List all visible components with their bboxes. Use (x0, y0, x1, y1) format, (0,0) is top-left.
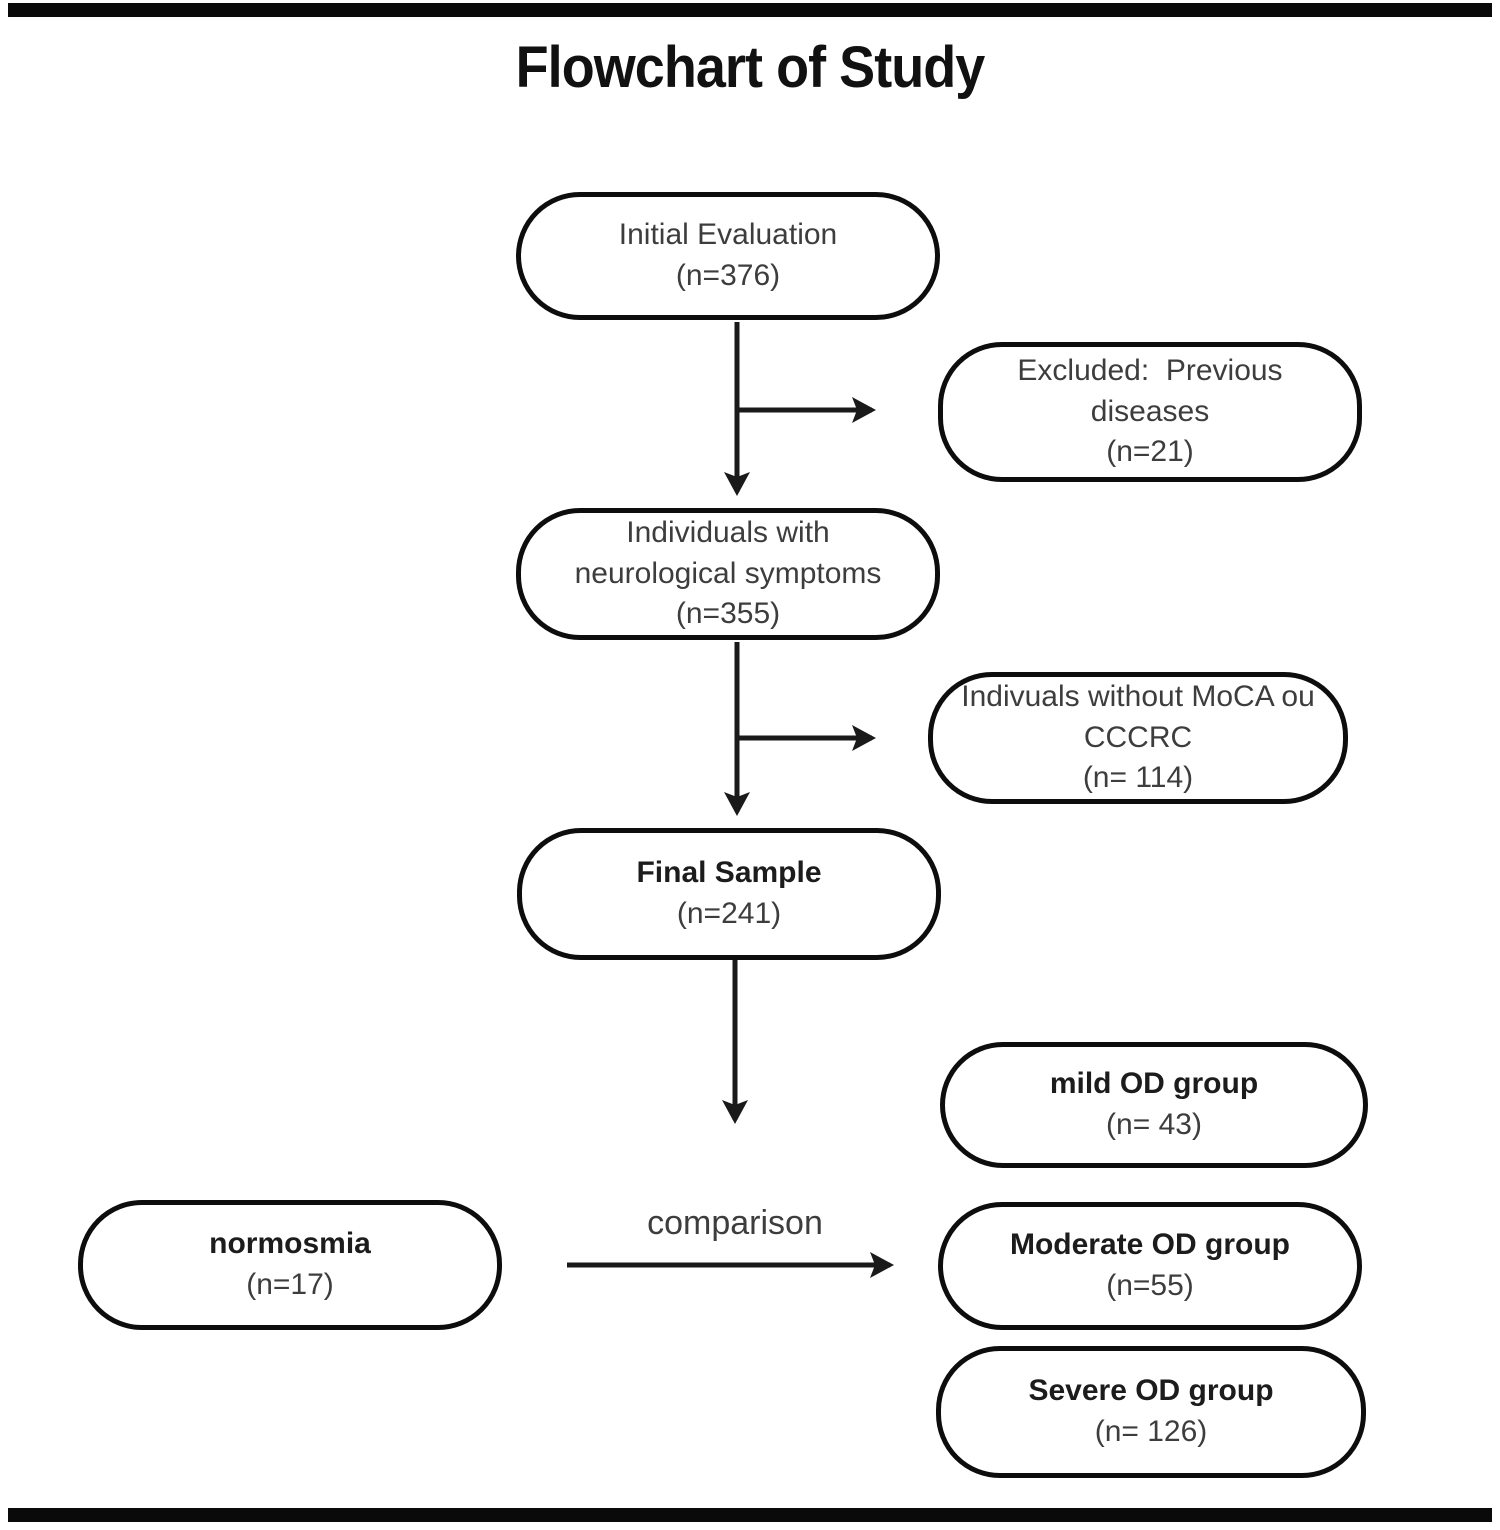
node-neurological-label-2: neurological symptoms (574, 556, 882, 590)
node-severe-od-group: Severe OD group (n= 126) (936, 1346, 1366, 1478)
node-final-sample-label: Final Sample (636, 856, 822, 890)
node-neurological-symptoms: Individuals with neurological symptoms (… (516, 508, 940, 640)
node-initial-evaluation: Initial Evaluation (n=376) (516, 192, 940, 320)
node-without-moca-label-2: CCCRC (1083, 720, 1193, 754)
node-normosmia-count: (n=17) (246, 1268, 334, 1301)
node-severe-od-count: (n= 126) (1094, 1415, 1208, 1448)
node-normosmia: normosmia (n=17) (78, 1200, 502, 1330)
node-final-sample: Final Sample (n=241) (517, 828, 941, 960)
node-without-moca-cccrc: Indivuals without MoCA ou CCCRC (n= 114) (928, 672, 1348, 804)
comparison-label: comparison (647, 1204, 823, 1242)
node-mild-od-label: mild OD group (1049, 1067, 1259, 1101)
node-moderate-od-group: Moderate OD group (n=55) (938, 1202, 1362, 1330)
node-without-moca-label-1: Indivuals without MoCA ou (961, 679, 1315, 713)
figure-title: Flowchart of Study (515, 35, 986, 100)
bottom-border-bar (8, 1508, 1492, 1522)
node-without-moca-count: (n= 114) (1082, 761, 1194, 795)
node-initial-evaluation-count: (n=376) (675, 259, 781, 292)
node-moderate-od-label: Moderate OD group (1009, 1228, 1290, 1262)
node-excluded-previous-diseases: Excluded: Previous diseases (n=21) (938, 342, 1362, 482)
top-border-bar (8, 3, 1492, 17)
node-moderate-od-count: (n=55) (1106, 1269, 1194, 1302)
node-mild-od-group: mild OD group (n= 43) (940, 1042, 1368, 1168)
node-mild-od-count: (n= 43) (1106, 1108, 1202, 1141)
node-severe-od-label: Severe OD group (1028, 1374, 1274, 1408)
node-excluded-count: (n=21) (1106, 435, 1194, 469)
node-normosmia-label: normosmia (209, 1227, 371, 1261)
node-neurological-label-1: Individuals with (626, 515, 830, 549)
node-final-sample-count: (n=241) (676, 897, 782, 930)
node-neurological-count: (n=355) (675, 597, 781, 631)
node-excluded-label: Excluded: Previous diseases (1017, 353, 1291, 428)
node-initial-evaluation-label: Initial Evaluation (618, 218, 838, 252)
